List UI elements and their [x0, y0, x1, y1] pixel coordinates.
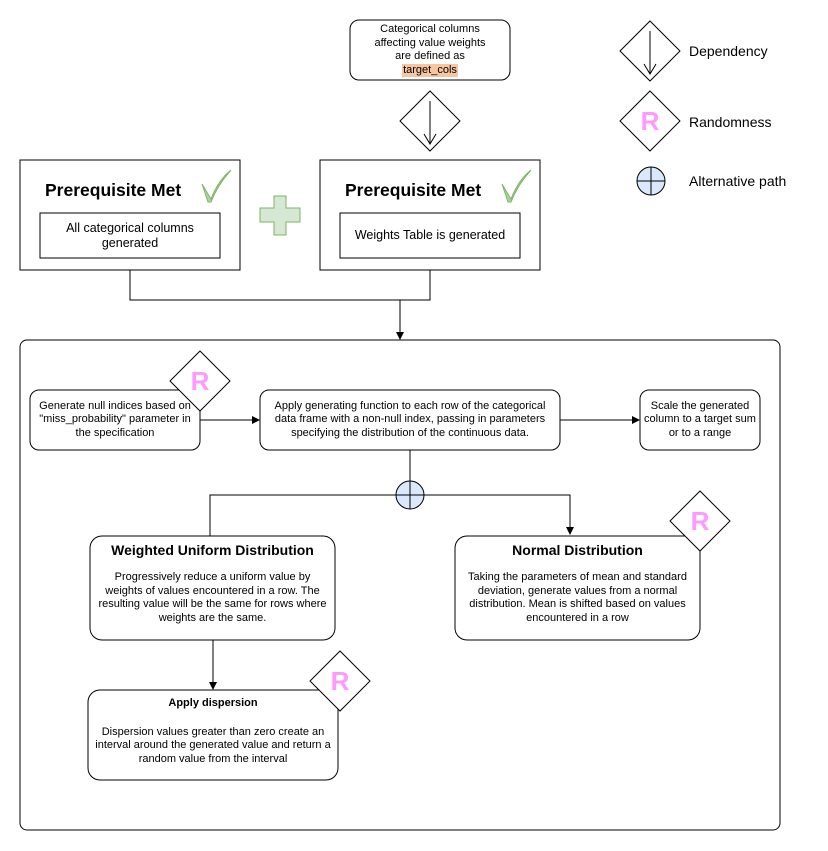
prereq-right-body: Weights Table is generated — [354, 228, 506, 242]
plus-icon — [259, 195, 301, 236]
prereq-left-title: Prerequisite Met — [45, 180, 182, 200]
check-icon-right — [501, 169, 532, 203]
randomness-diamond-null — [169, 350, 231, 412]
legend-dependency-icon — [619, 20, 681, 82]
top-note-code: target_cols — [402, 63, 458, 77]
top-note-box — [349, 19, 511, 81]
legend-randomness-label: Randomness — [689, 113, 772, 130]
weighted-uniform-title: Weighted Uniform Distribution — [111, 541, 314, 558]
randomness-r-icon-normal: R — [690, 505, 710, 536]
legend-alternative-path-icon — [636, 166, 666, 196]
legend-randomness-r-icon: R — [640, 105, 660, 136]
dispersion-box — [87, 689, 339, 781]
legend-dependency-label: Dependency — [689, 42, 768, 59]
null-indices-text: Generate null indices based on "miss_pro… — [39, 399, 191, 439]
connector-prereqs — [129, 270, 431, 301]
randomness-diamond-dispersion — [309, 650, 371, 712]
connector-branch-right — [423, 494, 574, 535]
randomness-r-icon-null: R — [190, 365, 210, 396]
dispersion-body: Dispersion values greater than zero crea… — [95, 725, 331, 765]
randomness-diamond-normal — [669, 490, 731, 552]
top-note-text: Categorical columns affecting value weig… — [352, 20, 508, 80]
apply-function-text: Apply generating function to each row of… — [274, 399, 546, 439]
prereq-left-inner — [39, 212, 221, 259]
scale-text: Scale the generated column to a target s… — [644, 399, 756, 439]
legend-alternative-path-label: Alternative path — [689, 172, 787, 189]
normal-distribution-body: Taking the parameters of mean and standa… — [468, 571, 687, 624]
weighted-uniform-body: Progressively reduce a uniform value by … — [98, 571, 327, 624]
legend-randomness-icon — [619, 90, 681, 152]
alternative-path-icon — [395, 480, 425, 510]
prereq-right-title: Prerequisite Met — [345, 180, 482, 200]
dispersion-title: Apply dispersion — [168, 697, 258, 710]
normal-distribution-title: Normal Distribution — [512, 541, 643, 558]
check-icon-left — [201, 169, 232, 203]
dependency-diamond-icon — [399, 90, 461, 152]
connector-branch-left — [209, 494, 397, 536]
scale-box — [639, 389, 761, 451]
randomness-r-icon-dispersion: R — [330, 665, 350, 696]
normal-distribution-box — [454, 535, 701, 641]
top-note-line: Categorical columns affecting value weig… — [374, 23, 486, 62]
prereq-left-body: All categorical columns generated — [66, 220, 194, 250]
prereq-right-inner — [339, 212, 521, 259]
